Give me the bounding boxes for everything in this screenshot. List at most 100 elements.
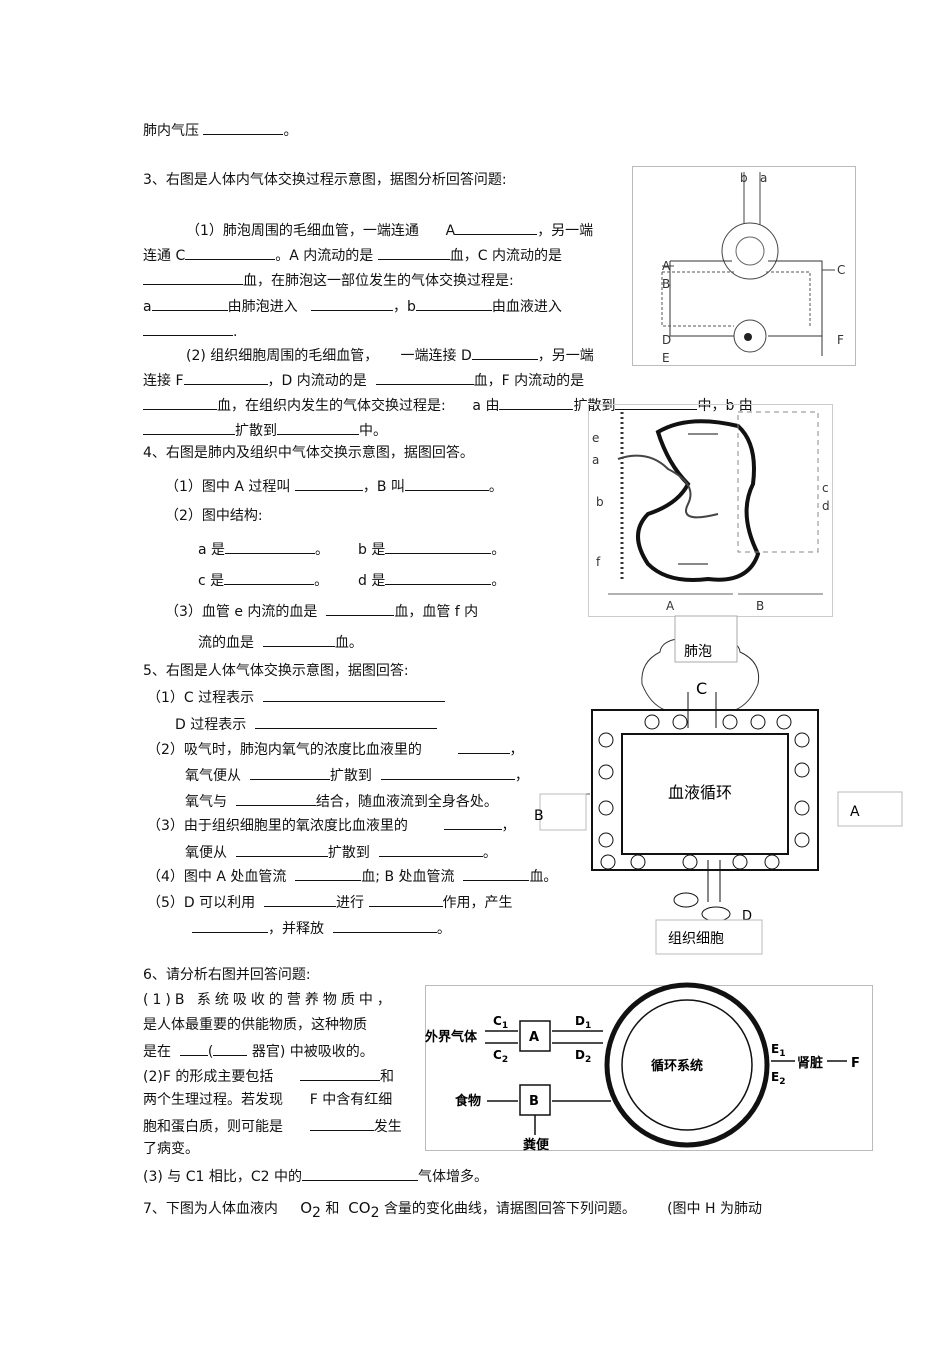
label-C: C xyxy=(837,263,845,277)
q4-line: （1）图中 A 过程叫 ，B 叫。 xyxy=(165,476,503,496)
blank[interactable] xyxy=(192,918,268,933)
blank[interactable] xyxy=(225,539,316,554)
blank[interactable] xyxy=(615,395,698,410)
blank[interactable] xyxy=(235,791,316,806)
figure-gas-exchange: b a A B C D E F xyxy=(632,166,856,366)
q4-title: 4、右图是肺内及组织中气体交换示意图，据图回答。 xyxy=(143,445,474,461)
label-B: B xyxy=(662,277,670,291)
blank[interactable] xyxy=(302,1166,418,1181)
figure-border xyxy=(588,404,833,617)
blank[interactable] xyxy=(375,370,474,385)
q6-line: 是人体最重要的供能物质，这种物质 xyxy=(143,1017,367,1033)
capillary-vessel xyxy=(636,419,761,582)
blank[interactable] xyxy=(235,842,328,857)
blank[interactable] xyxy=(262,632,335,647)
center-label: 血液循环 xyxy=(668,783,732,802)
blank[interactable] xyxy=(326,601,395,616)
blank[interactable] xyxy=(185,245,276,260)
cell-nucleus xyxy=(744,333,752,341)
label-E1: E1 xyxy=(771,1042,785,1059)
blank[interactable] xyxy=(294,476,363,491)
blank[interactable] xyxy=(295,866,362,881)
blank[interactable] xyxy=(263,687,446,702)
tissue-region xyxy=(737,411,819,553)
blank[interactable] xyxy=(415,296,492,311)
blank[interactable] xyxy=(300,1066,381,1081)
blank[interactable] xyxy=(224,570,315,585)
q3-line: 扩散到中。 xyxy=(143,420,387,440)
figure-body-systems: 外界气体 A C1 C2 D1 D2 循环系统 食物 B 粪便 E1 E2 肾脏… xyxy=(424,982,873,1153)
q5-line: D 过程表示 xyxy=(175,714,438,734)
label-air: 外界气体 xyxy=(424,1029,478,1045)
label-E: E xyxy=(662,351,670,365)
blank[interactable] xyxy=(385,570,492,585)
blank[interactable] xyxy=(143,420,235,435)
blank[interactable] xyxy=(309,1116,374,1131)
q6-title: 6、请分析右图并回答问题: xyxy=(143,967,311,983)
blank[interactable] xyxy=(455,220,538,235)
label-B-box xyxy=(539,793,587,831)
label-b: b xyxy=(740,171,748,185)
box-A xyxy=(519,1020,551,1052)
label-a: a xyxy=(592,453,599,467)
blank[interactable] xyxy=(404,476,489,491)
blank[interactable] xyxy=(463,866,530,881)
q4-line: d 是。 xyxy=(358,570,505,590)
blank[interactable] xyxy=(203,120,284,135)
blank[interactable] xyxy=(380,765,515,780)
label-kidney: 肾脏 xyxy=(797,1055,823,1071)
figure-circulation-exchange: 肺泡 C 血液循环 B A D 组织细胞 xyxy=(534,615,903,955)
label-C: C xyxy=(696,679,707,698)
line-lung-pressure: 肺内气压 。 xyxy=(143,120,297,140)
blank[interactable] xyxy=(143,270,243,285)
label-D: D xyxy=(662,333,671,347)
figure-lung-tissue-exchange: e a b f c d A B xyxy=(588,404,833,617)
blank[interactable] xyxy=(264,892,337,907)
q5-line: 氧便从 扩散到 。 xyxy=(185,842,497,862)
blank[interactable] xyxy=(332,918,437,933)
tissue-cell xyxy=(673,892,699,908)
blank[interactable] xyxy=(385,539,492,554)
label-D2: D2 xyxy=(575,1048,591,1065)
q3-line: 血，在组织内发生的气体交换过程是: a 由扩散到中，b 由 xyxy=(143,395,753,415)
blank[interactable] xyxy=(443,815,502,830)
q5-line: （1）C 过程表示 xyxy=(147,687,446,707)
vessel-thin xyxy=(617,454,719,519)
lung-label: 肺泡 xyxy=(684,644,712,660)
blank[interactable] xyxy=(249,765,330,780)
blank[interactable] xyxy=(255,714,438,729)
blank[interactable] xyxy=(457,739,510,754)
blank[interactable] xyxy=(183,370,268,385)
q4-line: （2）图中结构: xyxy=(165,508,263,524)
blank[interactable] xyxy=(143,395,217,410)
blank[interactable] xyxy=(378,842,483,857)
blank[interactable] xyxy=(368,892,443,907)
blank[interactable] xyxy=(377,245,450,260)
label-E2: E2 xyxy=(771,1070,785,1087)
q6-line: (3) 与 C1 相比，C2 中的气体增多。 xyxy=(143,1166,488,1186)
tissue-label: 组织细胞 xyxy=(668,931,724,947)
label-A: A xyxy=(666,599,675,613)
q6-line: 是在 ( 器官) 中被吸收的。 xyxy=(143,1041,374,1061)
label-food: 食物 xyxy=(455,1093,481,1109)
label-B: B xyxy=(534,808,544,824)
label-F: F xyxy=(851,1056,860,1071)
q6-line: 两个生理过程。若发现 F 中含有红细 xyxy=(143,1092,393,1108)
q4-line: c 是。 xyxy=(198,570,328,590)
blank[interactable] xyxy=(277,420,359,435)
q5-line: 氧气便从 扩散到 ， xyxy=(185,765,529,785)
blank[interactable] xyxy=(179,1041,208,1056)
label-F: F xyxy=(837,333,844,347)
q3-line: 连通 C。A 内流动的是 血，C 内流动的是 xyxy=(143,245,562,265)
blank[interactable] xyxy=(471,345,538,360)
tissue-cell xyxy=(701,906,731,922)
blank[interactable] xyxy=(310,296,393,311)
center-box xyxy=(621,733,789,855)
q4-line: b 是。 xyxy=(358,539,505,559)
blank[interactable] xyxy=(499,395,574,410)
q3-title: 3、右图是人体内气体交换过程示意图，据图分析回答问题: xyxy=(143,172,507,188)
blank[interactable] xyxy=(213,1041,248,1056)
blank[interactable] xyxy=(151,296,228,311)
label-b: b xyxy=(596,495,604,509)
blank[interactable] xyxy=(143,321,233,336)
